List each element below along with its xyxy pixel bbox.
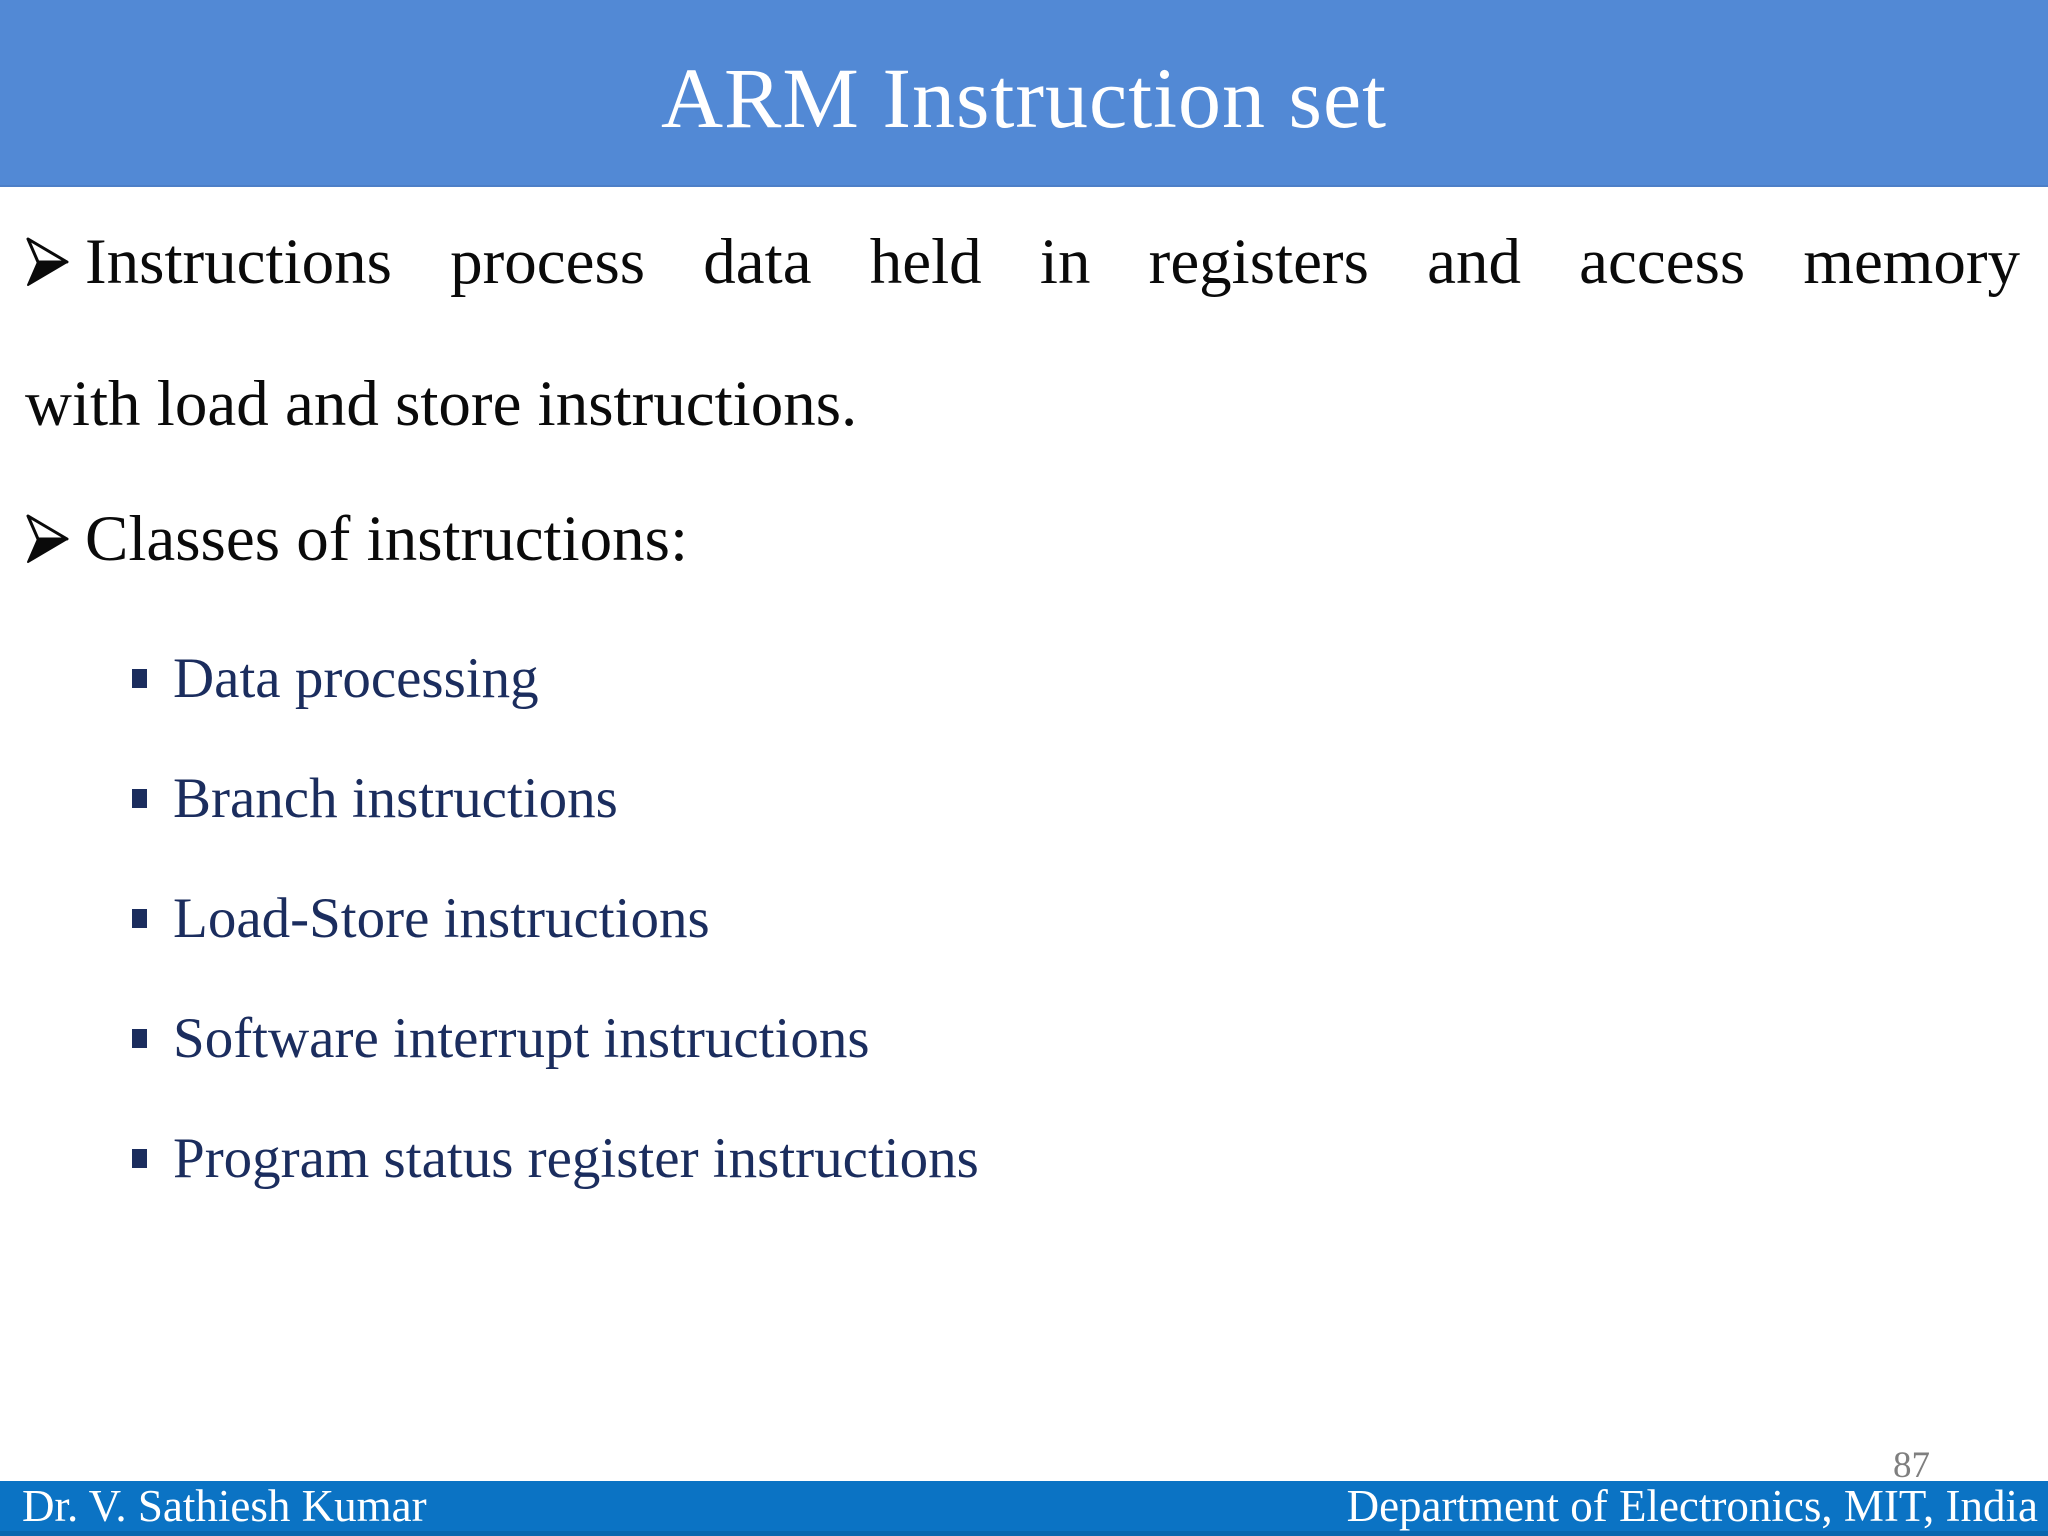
square-bullet-icon (132, 908, 147, 928)
square-bullet-icon (132, 1148, 147, 1168)
square-bullet-icon (132, 1028, 147, 1048)
bullet-paragraph-line1: Instructions process data held in regist… (25, 225, 2020, 300)
list-item-label: Data processing (173, 646, 539, 710)
slide-body: Instructions process data held in regist… (0, 187, 2048, 1481)
slide-title: ARM Instruction set (660, 49, 1388, 146)
page-number: 87 (1893, 1445, 1930, 1486)
footer-bar: Dr. V. Sathiesh Kumar Department of Elec… (0, 1481, 2048, 1536)
bullet1-line1-text: Instructions process data held in regist… (85, 226, 2020, 298)
bullet2-text: Classes of instructions: (85, 503, 689, 575)
arrow-bullet-icon (25, 506, 71, 563)
list-item-label: Program status register instructions (173, 1126, 979, 1190)
square-bullet-icon (132, 668, 147, 688)
list-item: Data processing (132, 647, 979, 710)
list-item: Load-Store instructions (132, 887, 979, 950)
arrow-bullet-icon (25, 229, 71, 286)
footer-author: Dr. V. Sathiesh Kumar (22, 1481, 427, 1531)
list-item-label: Software interrupt instructions (173, 1006, 870, 1070)
list-item-label: Branch instructions (173, 766, 618, 830)
square-bullet-icon (132, 788, 147, 808)
title-bar: ARM Instruction set (0, 0, 2048, 187)
list-item-label: Load-Store instructions (173, 886, 710, 950)
list-item: Branch instructions (132, 767, 979, 830)
instruction-class-list: Data processing Branch instructions Load… (132, 647, 979, 1249)
bullet1-line2-text: with load and store instructions. (25, 368, 858, 440)
footer-department: Department of Electronics, MIT, India (1346, 1481, 2038, 1531)
list-item: Software interrupt instructions (132, 1007, 979, 1070)
list-item: Program status register instructions (132, 1127, 979, 1190)
bullet-paragraph-line2: with load and store instructions. (25, 367, 2020, 442)
bullet-classes: Classes of instructions: (25, 502, 2020, 577)
